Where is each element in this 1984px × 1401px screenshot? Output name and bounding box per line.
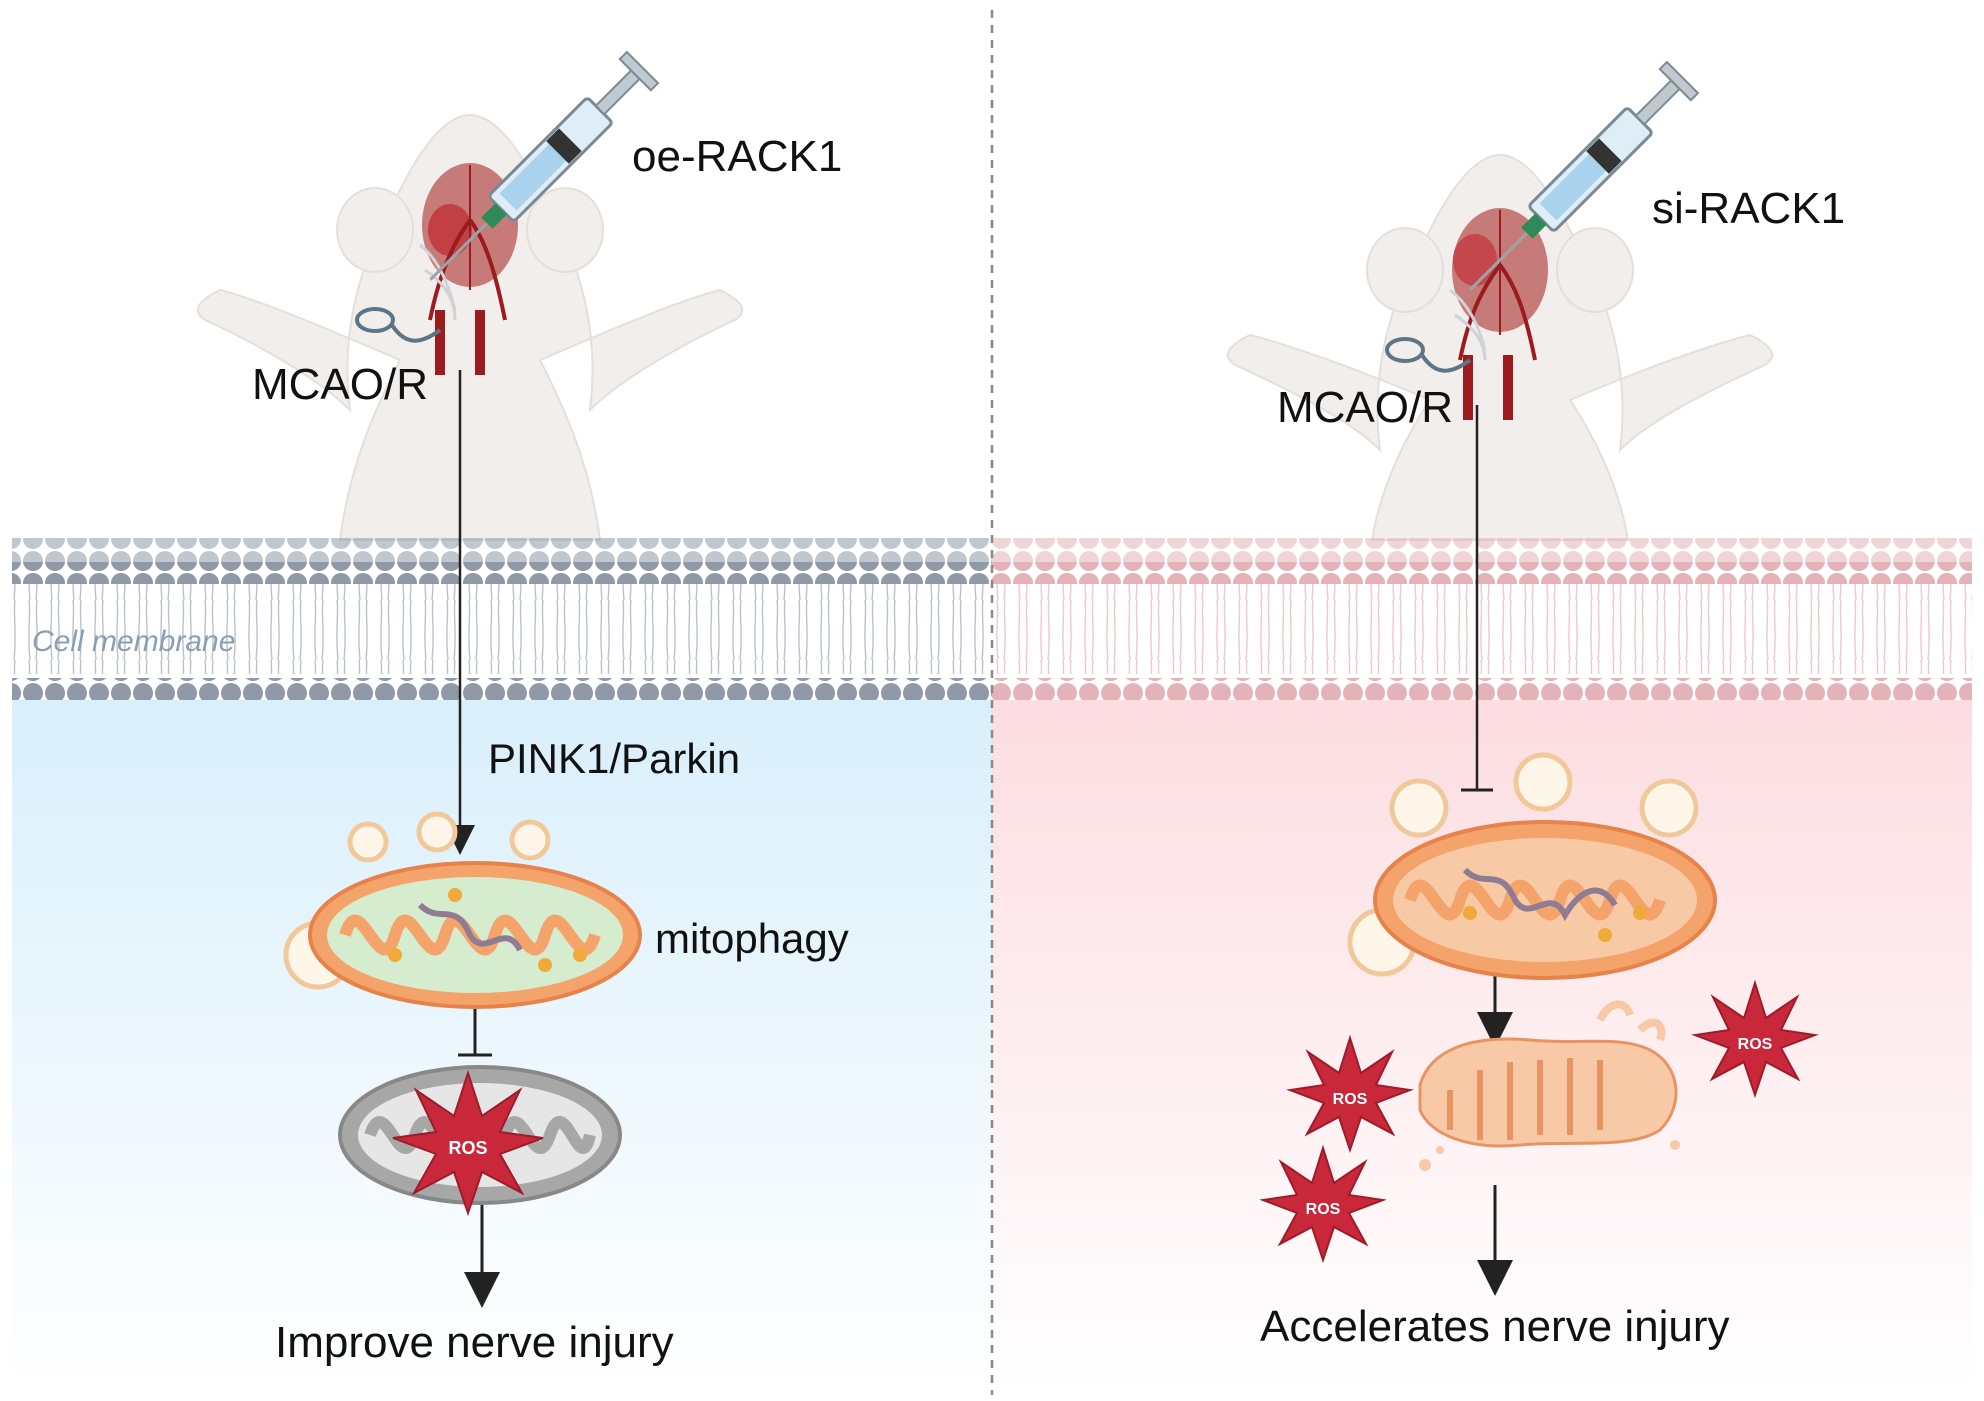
pathway-label: PINK1/Parkin (488, 735, 741, 782)
right-ros-burst-3: ROS (1691, 979, 1819, 1099)
right-outcome-label: Accelerates nerve injury (1260, 1302, 1730, 1351)
mitophagy-label: mitophagy (655, 915, 849, 962)
right-treatment-label: si-RACK1 (1652, 184, 1846, 233)
right-ros-label-2: ROS (1306, 1201, 1341, 1218)
right-cell-membrane (992, 538, 1972, 700)
left-outcome-label: Improve nerve injury (275, 1318, 674, 1367)
left-treatment-label: oe-RACK1 (632, 132, 843, 181)
right-ros-burst-1: ROS (1286, 1034, 1414, 1154)
cell-membrane-label: Cell membrane (32, 625, 236, 658)
left-cytoplasm (12, 700, 992, 1390)
left-ros-label: ROS (448, 1138, 487, 1158)
right-ros-label-3: ROS (1738, 1036, 1773, 1053)
left-mouse-illustration (196, 113, 744, 541)
right-syringe-icon (1469, 60, 1700, 291)
right-mitochondrion (1373, 820, 1717, 980)
left-model-label: MCAO/R (252, 360, 428, 409)
left-cell-membrane (12, 538, 992, 700)
left-healthy-mitochondrion (308, 861, 642, 1009)
left-syringe-icon (429, 50, 660, 281)
left-suture-icon (355, 307, 442, 343)
right-ros-label-1: ROS (1333, 1091, 1368, 1108)
right-suture-icon (1385, 337, 1472, 373)
right-brain (1449, 208, 1548, 420)
right-damaged-mitochondrion (1418, 1000, 1680, 1171)
left-panel (12, 700, 992, 1390)
right-mouse-illustration (1226, 153, 1774, 541)
right-model-label: MCAO/R (1277, 383, 1453, 432)
right-inhibition-arrow (1461, 405, 1493, 792)
left-ros-burst: ROS (392, 1069, 544, 1217)
right-ros-burst-2: ROS (1259, 1144, 1387, 1264)
